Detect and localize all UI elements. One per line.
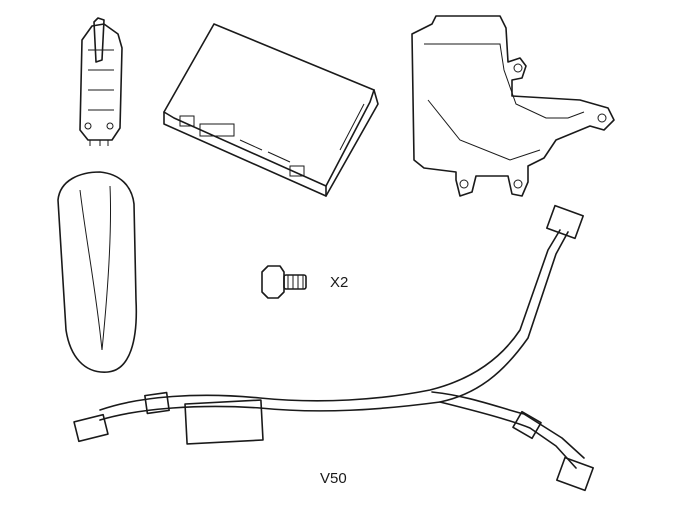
model-label: V50	[320, 470, 347, 487]
quantity-label: X2	[330, 274, 349, 291]
antenna-cover-icon	[57, 171, 138, 373]
wiring-harness-icon	[73, 204, 594, 492]
bolt-icon	[261, 265, 307, 299]
control-module-box-icon	[163, 23, 379, 197]
mounting-bracket-icon	[411, 15, 615, 197]
antenna-clip-icon	[79, 17, 123, 146]
